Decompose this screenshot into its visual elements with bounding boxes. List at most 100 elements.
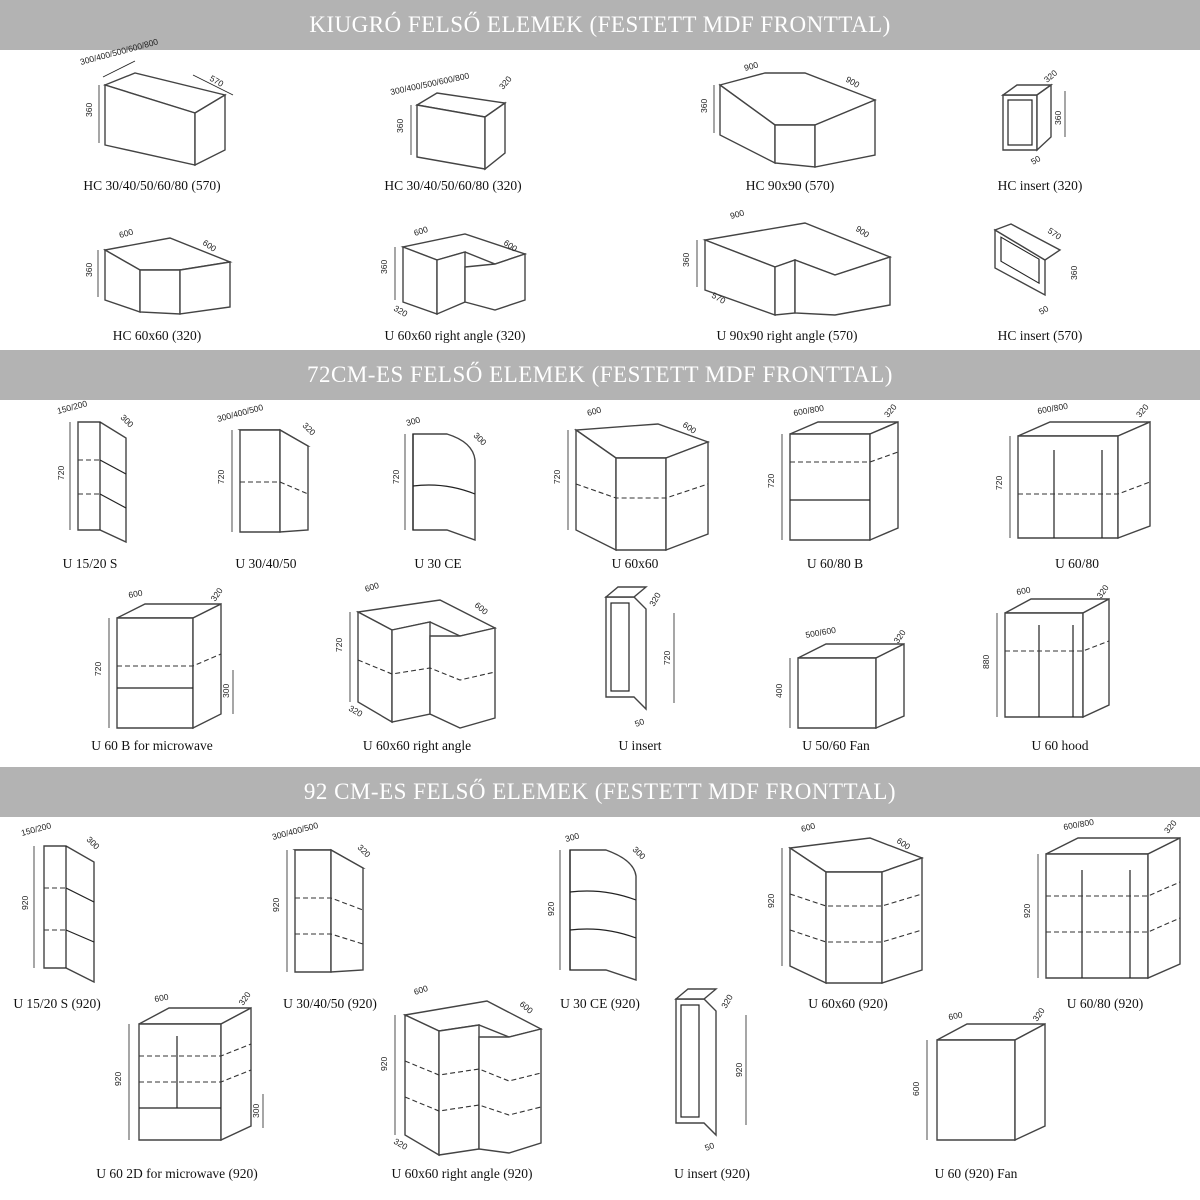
- dim-depth: 570: [1046, 225, 1064, 241]
- item-label: U 60x60 right angle: [362, 738, 472, 753]
- dim-width: 600: [118, 227, 135, 240]
- dim-depth: 320: [236, 990, 252, 1008]
- dim-thickness: 50: [633, 716, 646, 729]
- dim-width: 150/200: [20, 820, 53, 838]
- dim-depth: 600: [473, 600, 491, 617]
- dim-side: 320: [347, 703, 365, 719]
- dim-height: 920: [734, 1063, 744, 1077]
- dim-depth: 320: [497, 74, 514, 92]
- cabinet-hc-570: 300/400/500/600/800 570 360: [75, 36, 245, 175]
- cabinet-u-insert: 320 720 50: [598, 585, 698, 735]
- dim-depth: 320: [1042, 68, 1060, 85]
- dim-height: 360: [1069, 266, 1079, 280]
- dim-depth: 320: [647, 590, 663, 608]
- dim-depth: 300: [85, 834, 102, 851]
- item-label: U 50/60 Fan: [802, 738, 870, 753]
- item-label: U insert (920): [674, 1166, 750, 1181]
- dim-height: 360: [395, 119, 405, 133]
- cabinet-hc-60x60: 600 600 360: [80, 222, 240, 322]
- dim-height: 920: [20, 896, 30, 910]
- cabinet-u-60-80-920: 600/800 320 920: [1018, 817, 1193, 988]
- item-label: U 60 B for microwave: [91, 738, 213, 753]
- cabinet-u-15-20-s: 150/200 300 720: [38, 398, 148, 552]
- item-label: HC 30/40/50/60/80 (320): [384, 178, 522, 193]
- cabinet-u-60x60-ra-320: 600 600 360 320: [375, 222, 535, 322]
- dim-depth: 320: [891, 628, 907, 646]
- item-label: HC 60x60 (320): [112, 328, 202, 343]
- cabinet-hc-90x90: 900 900 360: [695, 55, 895, 175]
- cabinet-u-60-80: 600/800 320 720: [990, 401, 1165, 552]
- dim-width: 600: [128, 588, 144, 600]
- cabinet-u-60-2d-microwave-920: 600 320 920 300: [105, 990, 275, 1165]
- dim-height: 360: [1053, 111, 1063, 125]
- item-label: U 30/40/50: [235, 556, 297, 571]
- section-header-kiugro: KIUGRÓ FELSŐ ELEMEK (FESTETT MDF FRONTTA…: [0, 0, 1200, 50]
- section-header-72cm: 72CM-ES FELSŐ ELEMEK (FESTETT MDF FRONTT…: [0, 350, 1200, 400]
- dim-depth: 300: [631, 844, 648, 861]
- dim-thickness: 50: [1037, 303, 1050, 317]
- dim-depth: 900: [844, 74, 862, 90]
- item-label: HC 30/40/50/60/80 (570): [83, 178, 221, 193]
- dim-height: 720: [334, 638, 344, 652]
- dim-height: 720: [56, 466, 66, 480]
- dim-thickness: 50: [1029, 153, 1042, 167]
- dim-depth: 320: [301, 420, 318, 437]
- dim-depth: 900: [854, 223, 872, 239]
- dim-width: 300: [564, 831, 581, 844]
- dim-height: 920: [1022, 904, 1032, 918]
- dim-height: 360: [84, 103, 94, 117]
- cabinet-u-60x60: 600 600 720: [548, 402, 718, 552]
- dim-width: 600: [154, 992, 170, 1004]
- dim-depth: 320: [208, 586, 224, 604]
- cabinet-u-30-40-50-920: 300/400/500 320 920: [265, 820, 385, 992]
- dim-width: 900: [743, 60, 760, 73]
- item-label: U 60 2D for microwave (920): [96, 1166, 258, 1181]
- dim-depth: 320: [719, 992, 735, 1010]
- dim-width: 600: [800, 821, 817, 834]
- dim-height: 920: [766, 894, 776, 908]
- dim-height: 920: [271, 898, 281, 912]
- section-header-92cm: 92 CM-ES FELSŐ ELEMEK (FESTETT MDF FRONT…: [0, 767, 1200, 817]
- section-title: 72CM-ES FELSŐ ELEMEK (FESTETT MDF FRONTT…: [307, 362, 893, 387]
- item-label: HC 90x90 (570): [745, 178, 835, 193]
- item-label: U 60/80 B: [806, 556, 864, 571]
- dim-depth: 300: [119, 412, 136, 429]
- item-label: U 15/20 S (920): [13, 996, 101, 1011]
- cabinet-u-90x90-ra-570: 900 900 360 570: [675, 205, 905, 320]
- cabinet-hc-320: 300/400/500/600/800 320 360: [385, 65, 545, 175]
- item-label: U 30 CE (920): [560, 996, 640, 1011]
- cabinet-u-60x60-ra: 600 600 720 320: [330, 580, 510, 732]
- dim-depth: 600: [518, 999, 536, 1016]
- section-title: 92 CM-ES FELSŐ ELEMEK (FESTETT MDF FRONT…: [303, 779, 897, 804]
- cabinet-u-60-920-fan: 600 320 600: [905, 1006, 1060, 1150]
- dim-height: 880: [981, 655, 991, 669]
- dim-width: 600/800: [1063, 817, 1095, 832]
- cabinet-u-30-ce: 300 300 720: [385, 412, 495, 552]
- section-title: KIUGRÓ FELSŐ ELEMEK (FESTETT MDF FRONTTA…: [309, 12, 891, 37]
- dim-height: 720: [766, 474, 776, 488]
- dim-depth: 320: [1094, 583, 1110, 601]
- dim-height: 360: [699, 99, 709, 113]
- dim-depth: 320: [1162, 818, 1179, 836]
- item-label: U 60 hood: [1031, 738, 1089, 753]
- cabinet-u-60-b-microwave: 600 320 720 300: [85, 586, 245, 738]
- dim-height: 600: [911, 1082, 921, 1096]
- item-label: U 60/80: [1055, 556, 1099, 571]
- cabinet-u-60-hood: 600 320 880: [975, 583, 1125, 725]
- dim-depth: 300: [472, 430, 489, 447]
- dim-depth: 570: [208, 73, 226, 89]
- item-label: HC insert (570): [997, 328, 1083, 343]
- dim-height: 920: [546, 902, 556, 916]
- cabinet-u-15-20-s-920: 150/200 300 920: [12, 820, 112, 992]
- item-label: U 60x60 right angle (320): [384, 328, 526, 343]
- cabinet-u-60x60-920: 600 600 920: [762, 818, 932, 993]
- dim-width: 600: [948, 1010, 964, 1022]
- cabinet-hc-insert-570: 570 360 50: [985, 220, 1095, 320]
- dim-width: 300/400/500/600/800: [389, 70, 470, 97]
- item-label: U 60x60 right angle (920): [391, 1166, 533, 1181]
- item-label: HC insert (320): [997, 178, 1083, 193]
- item-label: U 60x60 (920): [808, 996, 888, 1011]
- dim-width: 600: [1016, 585, 1032, 597]
- dim-width: 600: [413, 224, 430, 238]
- dim-width: 600: [586, 405, 603, 418]
